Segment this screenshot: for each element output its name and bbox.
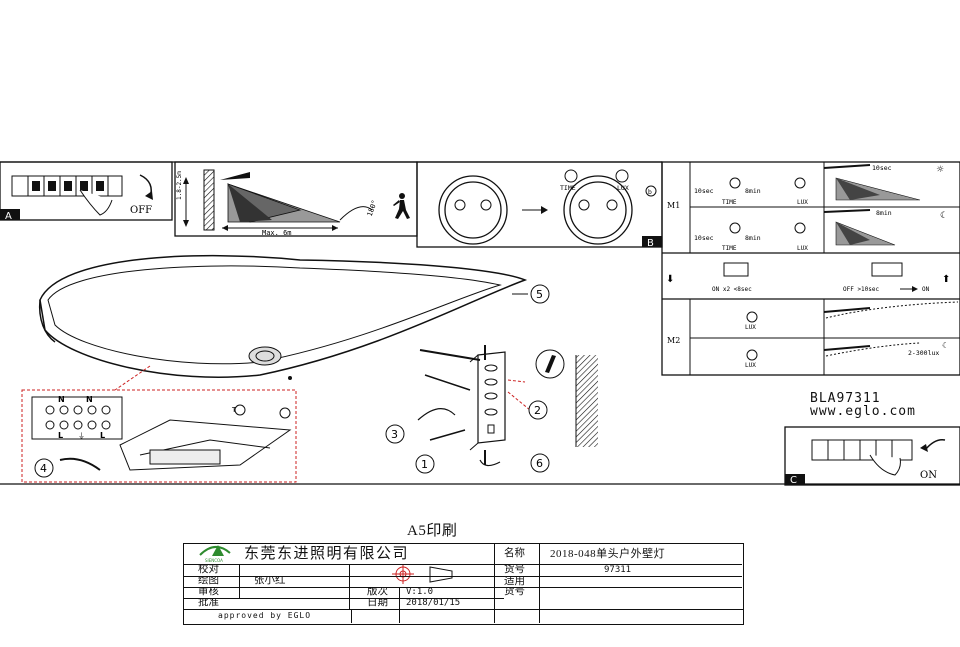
row2-time-value: 10sec: [694, 234, 714, 242]
row2-lux-caption: LUX: [797, 245, 808, 252]
print-size-label: A5印刷: [407, 523, 458, 539]
date-label: 日期: [367, 598, 388, 609]
m1-label: M1: [667, 201, 680, 210]
callout-5: 5: [530, 284, 550, 304]
projection-symbol: [392, 564, 453, 584]
svg-text:5: 5: [536, 288, 543, 301]
date-value: 2018/01/15: [406, 598, 461, 608]
earth-icon: ⏚: [78, 432, 85, 440]
panel-c: C ON: [784, 426, 960, 486]
approve-label: 批准: [198, 598, 219, 609]
panel-a-label: A: [5, 211, 12, 222]
row1-time-value: 10sec: [694, 187, 714, 195]
terminal-n-label: N: [58, 395, 65, 404]
panel-a: A OFF: [0, 161, 173, 222]
range-label: Max. 6m: [262, 229, 292, 237]
m2-row1-caption: LUX: [745, 324, 756, 331]
panel-detection-range: 1.8-2.5m Max. 6m 180°: [174, 161, 418, 237]
terminal-n-label-2: N: [86, 395, 93, 404]
row2-illus-time: 8min: [876, 209, 892, 217]
terminal-t-label: T: [231, 406, 237, 414]
applies-label-2: 货号: [504, 587, 525, 597]
title-block: 东莞东进照明有限公司 校对 绘图 张小红 审核 批准 approved by E…: [183, 543, 744, 625]
m2-label: M2: [667, 336, 680, 345]
row2-time-max: 8min: [745, 234, 761, 242]
row1-lux-caption: LUX: [797, 199, 808, 206]
callout-4: 4: [40, 462, 47, 475]
company-name: 东莞东进照明有限公司: [244, 545, 410, 562]
lamp-illustration: [38, 254, 528, 380]
arrow-down-icon: ⬇: [666, 274, 674, 285]
panel-c-label: C: [790, 475, 797, 486]
row1-illus-time: 10sec: [872, 164, 892, 172]
draw-label: 绘图: [198, 576, 219, 587]
review-label: 审核: [198, 587, 219, 598]
b-lux-label: LUX: [617, 184, 629, 192]
website-url[interactable]: www.eglo.com: [810, 404, 916, 419]
mode-settings: M1 M2 10sec 8min TIME LUX 10sec 8min TIM…: [661, 161, 960, 376]
callout-6: 6: [536, 457, 543, 470]
bracket-callouts: 2 3 1 6: [385, 400, 550, 474]
check-label: 校对: [198, 564, 219, 575]
height-label: 1.8-2.5m: [176, 171, 183, 200]
sun-icon: ☼: [936, 165, 944, 175]
panel-b-label: B: [647, 238, 654, 249]
callout-2: 2: [534, 404, 541, 417]
callout-1: 1: [421, 458, 428, 471]
mounting-bracket: [417, 345, 598, 467]
applies-label-1: 适用: [504, 577, 525, 587]
m2-row2-caption: LUX: [745, 362, 756, 369]
m2-lux-range: 2-300lux: [908, 349, 939, 357]
off-label: OFF: [130, 205, 152, 216]
angle-label: 180°: [366, 199, 379, 218]
moon-icon: ☾: [940, 211, 948, 221]
switch-right-end: ON: [922, 286, 930, 293]
switch-right-label: OFF >10sec: [843, 286, 880, 293]
item-no-value: 97311: [604, 564, 632, 575]
m2-moon-icon: ☾: [942, 341, 949, 350]
row1-time-max: 8min: [745, 187, 761, 195]
version-label: 版次: [367, 587, 388, 598]
row1-time-caption: TIME: [722, 199, 737, 206]
wiring-detail: N N L ⏚ L T 4: [21, 365, 297, 483]
terminal-l-label: L: [58, 431, 63, 440]
person-icon: [393, 193, 410, 219]
arrow-up-icon: ⬆: [942, 274, 950, 285]
terminal-l-label-2: L: [100, 431, 105, 440]
callout-3: 3: [391, 428, 398, 441]
company-logo: SIENCOA: [199, 545, 231, 563]
on-label: ON: [920, 470, 937, 481]
model-number: BLA97311: [810, 391, 881, 406]
approved-by: approved by EGLO: [218, 610, 312, 620]
version-value: V:1.0: [406, 587, 434, 597]
row2-time-caption: TIME: [722, 245, 737, 252]
panel-b: B TIME LUX b: [416, 161, 663, 249]
item-no-label: 货号: [504, 564, 525, 575]
switch-left-label: ON x2 <8sec: [712, 286, 752, 293]
name-value: 2018-048单头户外壁灯: [550, 547, 666, 560]
name-label: 名称: [504, 547, 525, 559]
drawer-name: 张小红: [254, 576, 286, 587]
b-time-label: TIME: [560, 184, 576, 192]
logo-text: SIENCOA: [205, 558, 223, 563]
b-dial-letter: b: [648, 189, 652, 196]
